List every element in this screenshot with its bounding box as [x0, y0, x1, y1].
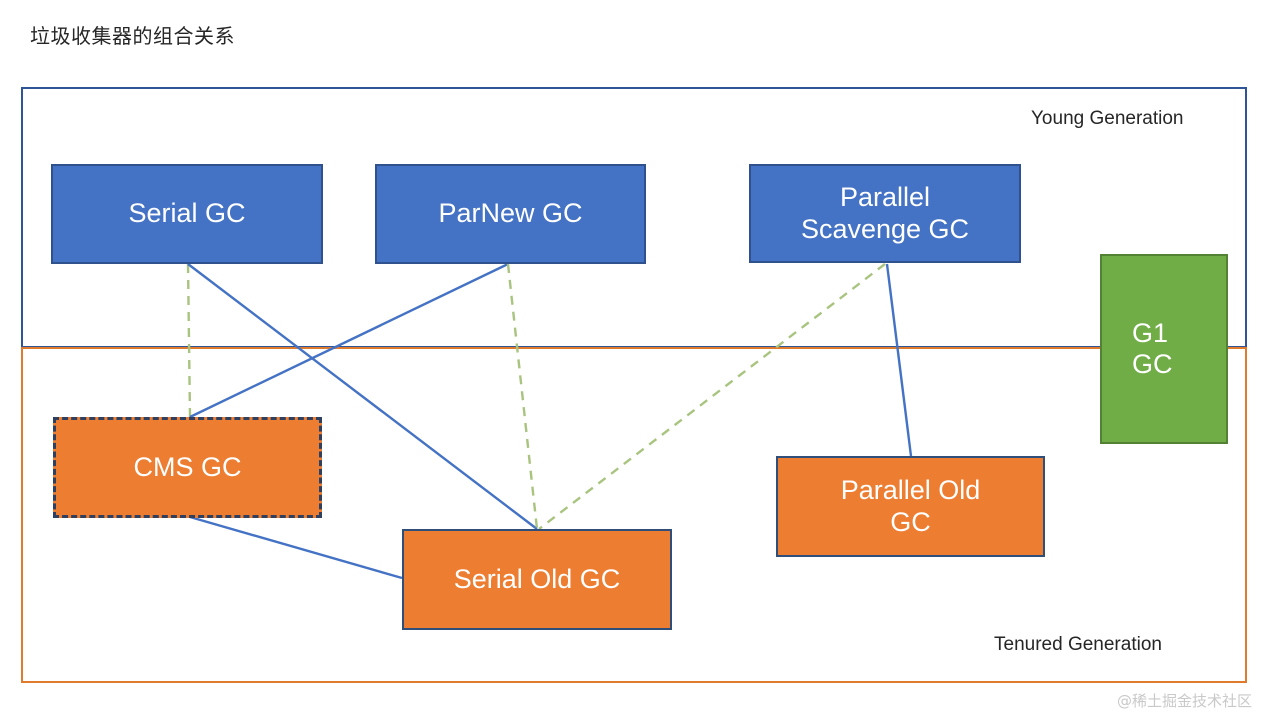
- connector-serial-to-serialold: [187, 263, 538, 530]
- node-parallel-scavenge-gc-line2: Scavenge GC: [800, 213, 970, 244]
- node-parallel-old-gc-label: Parallel Old GC: [841, 475, 981, 537]
- node-parallel-scavenge-gc-label: Parallel Scavenge GC: [801, 182, 969, 244]
- page-title: 垃圾收集器的组合关系: [30, 24, 235, 48]
- node-cms-gc-label: CMS GC: [133, 451, 242, 482]
- watermark: @稀土掘金技术社区: [1117, 692, 1253, 710]
- connector-parnew-to-cms: [189, 262, 509, 419]
- connector-serial-to-cms: [186, 263, 192, 418]
- node-g1-gc-line2: GC: [1132, 349, 1173, 379]
- node-parallel-scavenge-gc[interactable]: Parallel Scavenge GC: [749, 164, 1021, 263]
- node-serial-old-gc-label: Serial Old GC: [453, 563, 621, 594]
- connector-cms-to-serialold: [189, 515, 403, 580]
- node-g1-gc-label: G1 GC: [1132, 318, 1173, 380]
- node-parallel-scavenge-gc-line1: Parallel: [839, 182, 931, 213]
- node-g1-gc[interactable]: G1 GC: [1100, 254, 1228, 444]
- node-parallel-old-gc-line2: GC: [890, 506, 931, 537]
- node-parallel-old-gc[interactable]: Parallel Old GC: [776, 456, 1045, 557]
- connector-parallelscavenge-to-parallelold: [885, 263, 913, 457]
- young-generation-label: Young Generation: [1031, 108, 1184, 129]
- node-parnew-gc[interactable]: ParNew GC: [375, 164, 646, 264]
- connector-parnew-to-serialold: [506, 263, 539, 530]
- node-parallel-old-gc-line1: Parallel Old: [840, 475, 981, 506]
- tenured-generation-label: Tenured Generation: [994, 634, 1162, 655]
- tenured-generation-region: [21, 347, 1247, 683]
- node-parnew-gc-label: ParNew GC: [438, 198, 583, 229]
- connector-parallelscavenge-to-serialold: [538, 263, 886, 530]
- node-cms-gc[interactable]: CMS GC: [53, 417, 322, 518]
- node-serial-gc[interactable]: Serial GC: [51, 164, 323, 264]
- node-serial-old-gc[interactable]: Serial Old GC: [402, 529, 672, 630]
- node-serial-gc-label: Serial GC: [128, 198, 246, 229]
- node-g1-gc-line1: G1: [1132, 317, 1169, 348]
